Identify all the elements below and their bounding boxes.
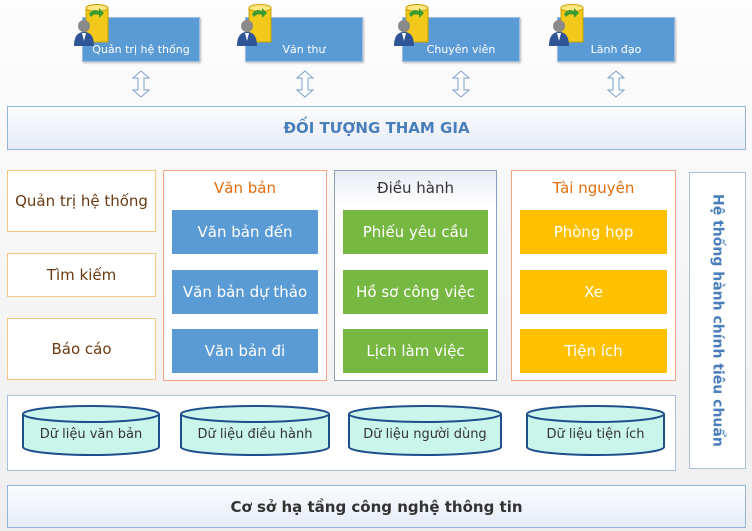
- bidirectional-arrow-icon: [451, 70, 471, 98]
- database-icon: [348, 405, 502, 456]
- module-label: Tìm kiếm: [46, 266, 117, 284]
- actor-label: Văn thư: [282, 43, 326, 56]
- database-cylinder: Dữ liệu điều hành: [180, 405, 330, 457]
- van-ban-di-button[interactable]: Văn bản đi: [172, 329, 318, 373]
- tien-ich-button[interactable]: Tiện ích: [520, 329, 667, 373]
- participants-bar: ĐỐI TƯỢNG THAM GIA: [7, 106, 746, 150]
- database-label: Dữ liệu tiện ích: [546, 427, 645, 442]
- module-search[interactable]: Tìm kiếm: [7, 253, 156, 297]
- database-label: Dữ liệu người dùng: [363, 427, 487, 442]
- group-title: Tài nguyên: [552, 179, 635, 197]
- database-cylinder: Dữ liệu văn bản: [22, 405, 160, 457]
- lich-lam-viec-button[interactable]: Lịch làm việc: [343, 329, 488, 373]
- database-label: Dữ liệu văn bản: [39, 427, 143, 442]
- module-report[interactable]: Báo cáo: [7, 318, 156, 380]
- database-icon: [526, 405, 665, 456]
- infrastructure-label: Cơ sở hạ tầng công nghệ thông tin: [230, 497, 523, 516]
- side-system-label-box: Hệ thống hành chính tiêu chuẩn: [689, 172, 746, 469]
- group-tai-nguyen: Tài nguyên Phòng họp Xe Tiện ích: [511, 170, 676, 381]
- group-title: Điều hành: [376, 179, 454, 197]
- database-icon: [180, 405, 330, 456]
- module-label: Báo cáo: [51, 340, 112, 358]
- van-ban-du-thao-button[interactable]: Văn bản dự thảo: [172, 270, 318, 314]
- van-ban-den-button[interactable]: Văn bản đến: [172, 210, 318, 254]
- database-icon: [22, 405, 160, 456]
- user-database-icon: [549, 4, 584, 46]
- bidirectional-arrow-icon: [606, 70, 626, 98]
- group-van-ban: Văn bản Văn bản đến Văn bản dự thảo Văn …: [163, 170, 327, 381]
- group-title: Văn bản: [214, 179, 276, 197]
- phong-hop-button[interactable]: Phòng họp: [520, 210, 667, 254]
- bidirectional-arrow-icon: [295, 70, 315, 98]
- participants-title: ĐỐI TƯỢNG THAM GIA: [283, 119, 470, 137]
- database-cylinder: Dữ liệu người dùng: [348, 405, 502, 457]
- module-label: Quản trị hệ thống: [15, 192, 148, 210]
- user-database-icon: [394, 4, 429, 46]
- database-cylinder: Dữ liệu tiện ích: [526, 405, 665, 457]
- actor-label: Chuyên viên: [426, 43, 496, 56]
- actor-label: Quản trị hệ thống: [92, 43, 190, 56]
- module-admin[interactable]: Quản trị hệ thống: [7, 170, 156, 232]
- xe-button[interactable]: Xe: [520, 270, 667, 314]
- user-database-icon: [237, 4, 272, 46]
- phieu-yeu-cau-button[interactable]: Phiếu yêu cầu: [343, 210, 488, 254]
- side-system-label: Hệ thống hành chính tiêu chuẩn: [709, 194, 726, 447]
- infrastructure-bar: Cơ sở hạ tầng công nghệ thông tin: [7, 485, 746, 528]
- ho-so-cong-viec-button[interactable]: Hồ sơ công việc: [343, 270, 488, 314]
- database-label: Dữ liệu điều hành: [197, 427, 313, 442]
- group-dieu-hanh: Điều hành Phiếu yêu cầu Hồ sơ công việc …: [334, 170, 497, 381]
- user-database-icon: [74, 4, 109, 46]
- bidirectional-arrow-icon: [131, 70, 151, 98]
- actor-label: Lãnh đạo: [590, 43, 642, 56]
